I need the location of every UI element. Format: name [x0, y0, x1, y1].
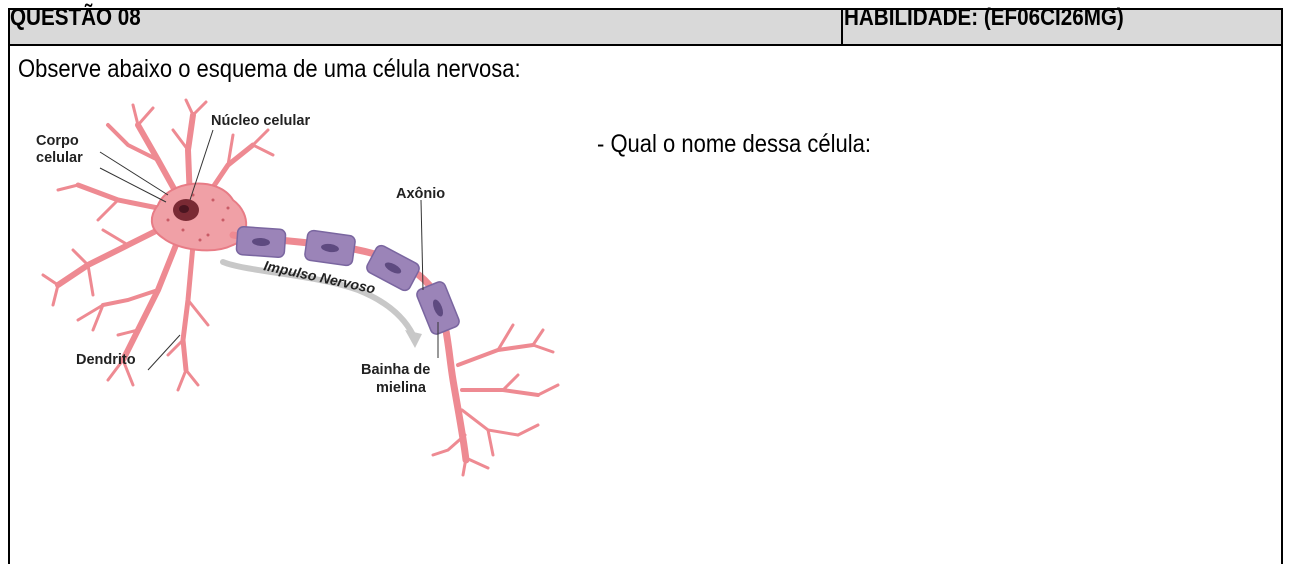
label-leader-lines: [99, 129, 439, 371]
label-bainha-line1: Bainha de: [361, 362, 430, 378]
label-impulso-nervoso: Impulso Nervoso: [262, 257, 377, 296]
nucleolus: [179, 205, 189, 213]
label-nucleo-celular: Núcleo celular: [211, 113, 310, 129]
question-line: - Qual o nome dessa célula:: [597, 130, 871, 158]
question-prompt: Observe abaixo o esquema de uma célula n…: [18, 55, 521, 83]
label-bainha-line2: mielina: [376, 380, 427, 396]
cell-body: [150, 182, 248, 252]
neuron-diagram: Corpo celular Núcleo celular Axônio Impu…: [36, 98, 560, 477]
question-header: [8, 8, 1283, 46]
label-dendrito: Dendrito: [76, 352, 136, 368]
skill-code: HABILIDADE: (EF06CI26MG): [844, 4, 1124, 31]
label-corpo-celular-line2: celular: [36, 150, 83, 166]
label-axonio: Axônio: [396, 186, 445, 202]
axon-terminals: [431, 323, 560, 477]
question-number: QUESTÃO 08: [10, 4, 141, 31]
myelin-sheath: [235, 226, 460, 335]
label-corpo-celular-line1: Corpo: [36, 133, 79, 149]
impulse-arrow: [220, 259, 422, 348]
header-left-cell: [10, 10, 843, 44]
question-body: [8, 44, 1283, 564]
